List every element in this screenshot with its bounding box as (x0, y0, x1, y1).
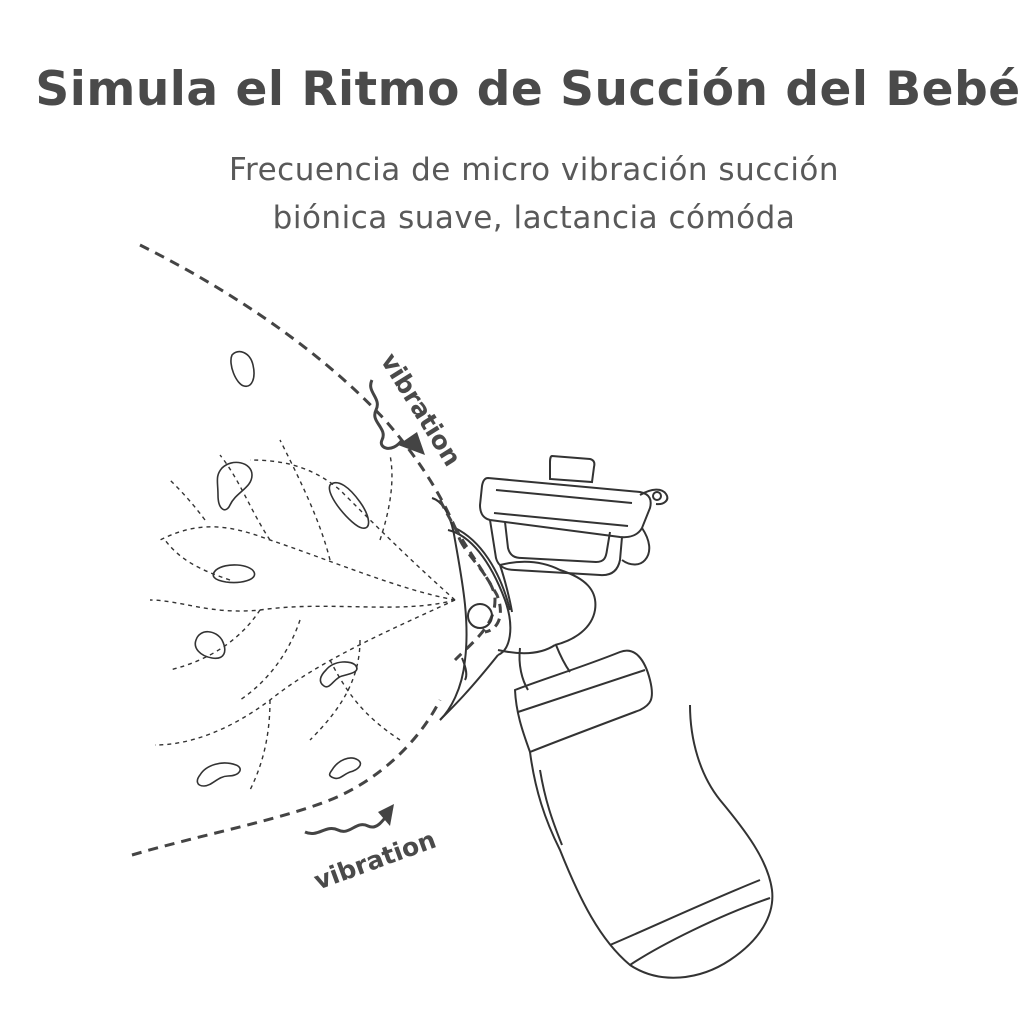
pump-flange (431, 497, 512, 721)
vibration-label-bottom: vibration (310, 825, 440, 896)
milk-drops (194, 350, 370, 787)
wavy-arrow-icon (369, 379, 425, 455)
subtitle-line-1: Frecuencia de micro vibración succión (228, 152, 840, 188)
pump-body (478, 454, 669, 691)
headline: Simula el Ritmo de Succión del Bebé (35, 62, 1021, 117)
subtitle-line-2: biónica suave, lactancia cómóda (272, 200, 796, 236)
breast-outline (131, 243, 497, 857)
wavy-arrow-icon (304, 804, 394, 835)
milk-bottle (513, 649, 774, 979)
flange-inner-dashed (438, 499, 502, 634)
milk-ducts (149, 439, 456, 791)
